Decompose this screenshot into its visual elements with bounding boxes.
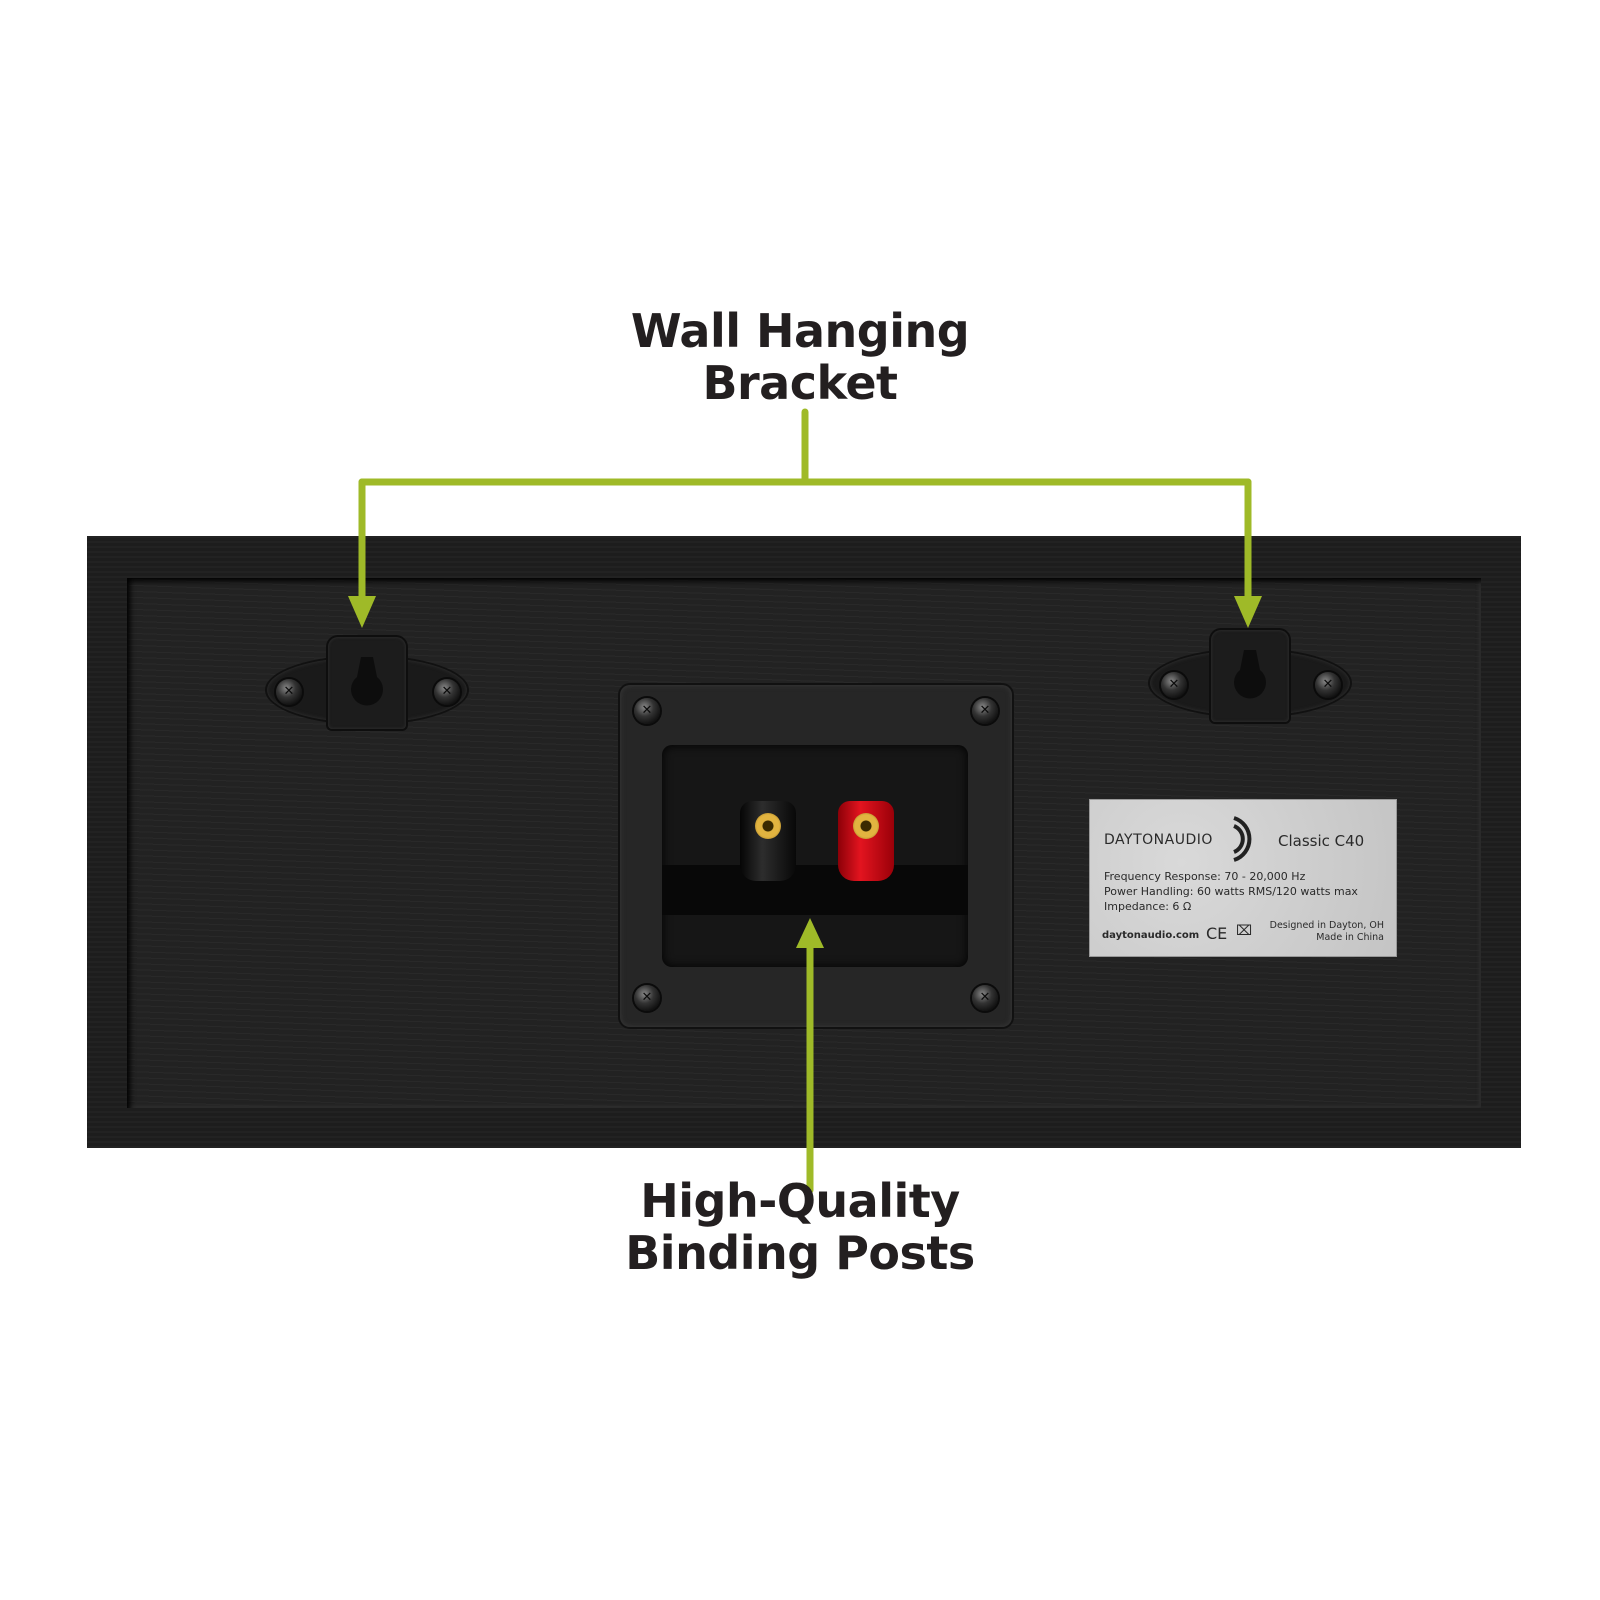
- callout-line: High-Quality: [640, 1174, 960, 1228]
- ce-mark-icon: CE: [1206, 924, 1228, 943]
- bracket-plate: [1211, 630, 1289, 722]
- wall-bracket-left: [262, 637, 472, 732]
- model-name: Classic C40: [1278, 832, 1365, 850]
- terminal-strip: [662, 865, 968, 915]
- callout-line: Wall Hanging: [630, 304, 970, 358]
- origin-line: Designed in Dayton, OH: [1269, 920, 1384, 931]
- wall-bracket-right: [1145, 630, 1355, 725]
- binding-posts-callout: High-Quality Binding Posts: [0, 1175, 1600, 1279]
- origin-line: Made in China: [1316, 932, 1384, 943]
- website-text: daytonaudio.com: [1102, 930, 1200, 941]
- positive-binding-post[interactable]: [838, 801, 894, 881]
- screw-icon: [972, 985, 998, 1011]
- bracket-plate: [328, 637, 406, 729]
- spec-label-plate: DAYTONAUDIO Classic C40 Frequency Respon…: [1090, 800, 1396, 956]
- keyhole-icon: [1234, 650, 1266, 699]
- callout-line: Binding Posts: [625, 1226, 975, 1280]
- screw-icon: [276, 679, 302, 705]
- brand-logo: DAYTONAUDIO: [1104, 832, 1213, 848]
- origin-text: Designed in Dayton, OH Made in China: [1270, 920, 1384, 944]
- keyhole-icon: [351, 657, 383, 706]
- terminal-cup: [662, 745, 968, 967]
- screw-icon: [1161, 672, 1187, 698]
- binding-post-terminal: [620, 685, 1012, 1027]
- sound-waves-icon: [1233, 816, 1252, 862]
- post-gold-tip: [755, 813, 781, 839]
- spec-impedance: Impedance: 6 Ω: [1104, 900, 1192, 913]
- spec-power: Power Handling: 60 watts RMS/120 watts m…: [1104, 885, 1358, 898]
- screw-icon: [434, 679, 460, 705]
- spec-frequency: Frequency Response: 70 - 20,000 Hz: [1104, 870, 1306, 883]
- post-gold-tip: [853, 813, 879, 839]
- screw-icon: [634, 985, 660, 1011]
- wall-hanging-bracket-callout: Wall Hanging Bracket: [0, 305, 1600, 409]
- negative-binding-post[interactable]: [740, 801, 796, 881]
- weee-bin-icon: ⌧: [1236, 923, 1253, 939]
- callout-line: Bracket: [702, 356, 898, 410]
- screw-icon: [1315, 672, 1341, 698]
- screw-icon: [634, 698, 660, 724]
- screw-icon: [972, 698, 998, 724]
